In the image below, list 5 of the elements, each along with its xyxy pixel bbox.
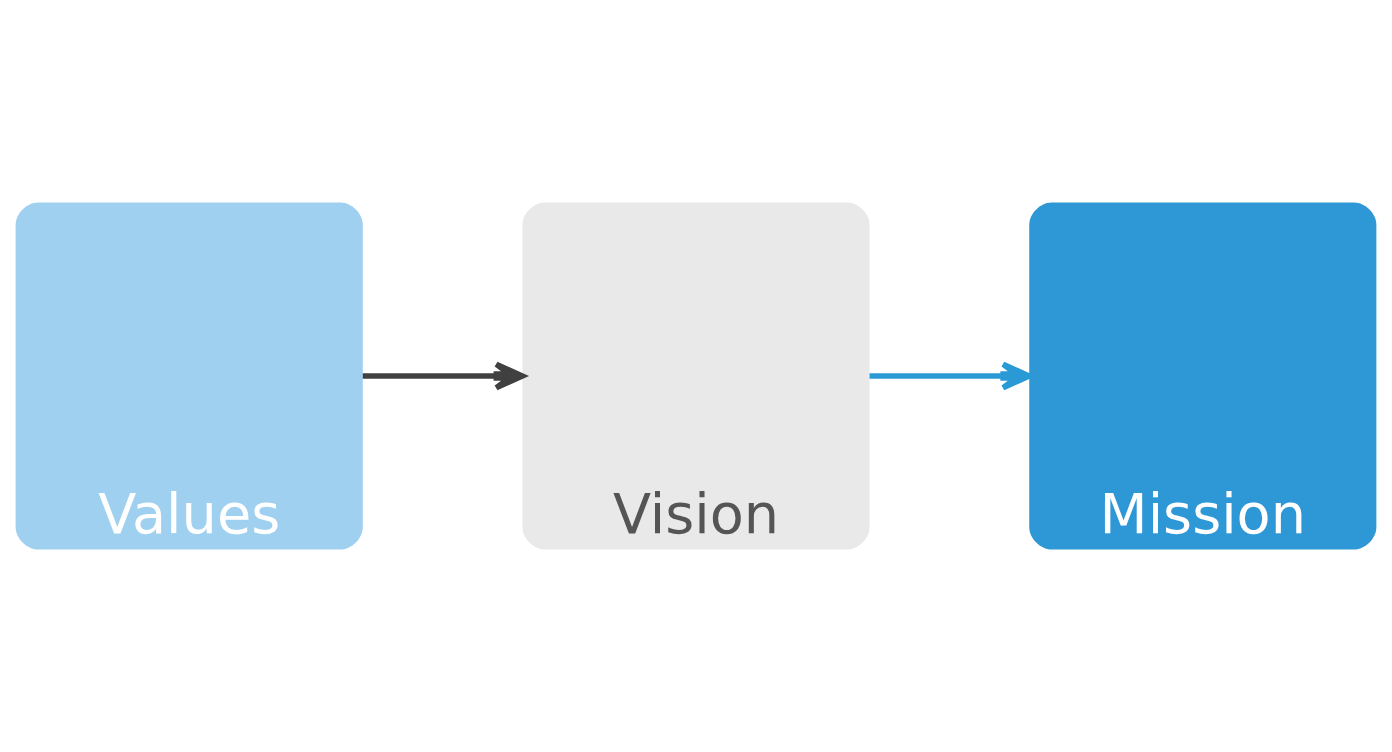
- arrow: [869, 361, 1032, 391]
- node-box: Vision: [522, 202, 870, 550]
- node-box: Mission: [1029, 202, 1377, 550]
- node-box: Values: [15, 202, 363, 550]
- arrow: [362, 361, 526, 391]
